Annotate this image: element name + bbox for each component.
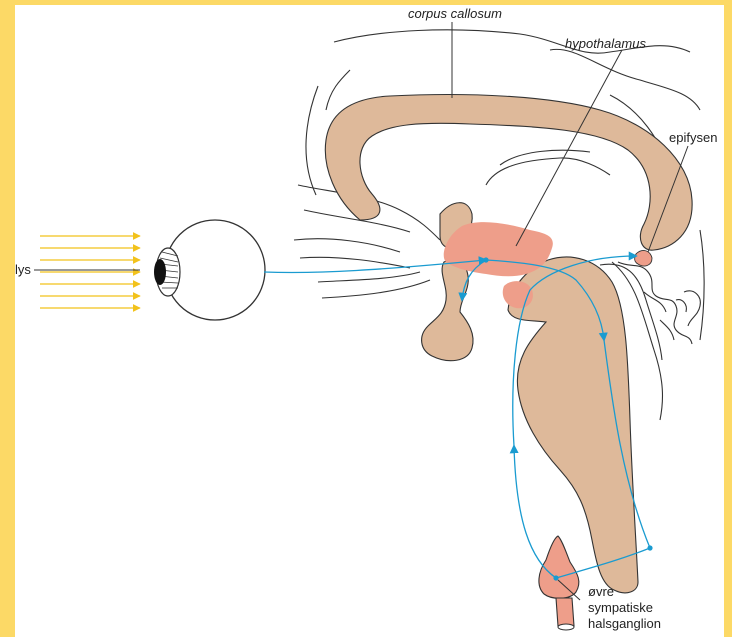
hypothalamus [444,222,553,276]
label-lys: lys [15,262,31,277]
label-epifysen: epifysen [669,130,717,145]
label-ganglion-line3: halsganglion [588,616,661,631]
ganglion-nerve [556,598,574,626]
label-ganglion-line1: øvre [588,584,614,599]
label-hypothalamus: hypothalamus [565,36,646,51]
epifysen [635,251,652,266]
eye [154,220,265,320]
label-ganglion-line2: sympatiske [588,600,653,615]
label-corpus-callosum: corpus callosum [408,6,502,21]
brainstem [508,257,638,593]
cerebellum-folia [618,262,700,344]
light-rays [40,236,140,308]
pituitary [422,260,473,361]
